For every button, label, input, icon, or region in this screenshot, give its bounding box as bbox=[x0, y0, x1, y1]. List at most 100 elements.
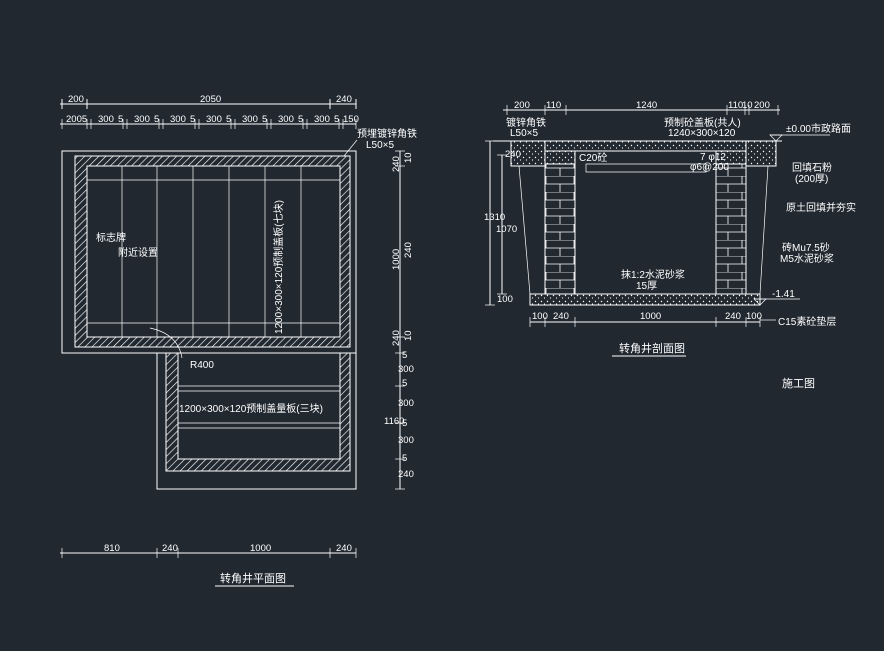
section-label-plaster: 抹1:2水泥砂浆 bbox=[621, 268, 685, 281]
plan-top2-dim-p: 150 bbox=[343, 114, 359, 125]
plan-right-dim-10a: 10 bbox=[403, 152, 414, 163]
section-wall-right bbox=[715, 163, 747, 295]
plan-right-dim-1000: 1000 bbox=[391, 249, 402, 270]
section-left-dims: 240 1310 1070 100 bbox=[484, 140, 521, 306]
section-left-dim-1310: 1310 bbox=[484, 212, 505, 223]
plan-label-cover-three: 1200×300×120预制盖量板(三块) bbox=[179, 402, 323, 415]
plan-bottom-dim-240b: 240 bbox=[336, 543, 352, 554]
plan-label-iron-size: L50×5 bbox=[366, 140, 395, 151]
section-top-dim-110b: 110 bbox=[728, 100, 743, 111]
section-bottom-dim-240a: 240 bbox=[553, 311, 569, 322]
section-label-slab: 预制砼盖板(共人) bbox=[664, 116, 741, 129]
section-cover-slab bbox=[544, 140, 747, 152]
plan-label-radius: R400 bbox=[190, 360, 214, 371]
section-view: 200 110 1240 110 10 200 bbox=[484, 100, 856, 390]
section-backfill-left bbox=[510, 140, 546, 167]
section-backfill-right bbox=[745, 140, 777, 167]
plan-top-dim-row2: 2005 300 5 300 5 300 5 300 5 300 5 300 5… bbox=[60, 114, 359, 129]
plan-top2-dim-b: 300 bbox=[98, 114, 114, 125]
plan-top2-dim-d: 300 bbox=[134, 114, 150, 125]
plan-right-dim-240a: 240 bbox=[391, 156, 402, 172]
section-top-dim-200b: 200 bbox=[754, 100, 770, 111]
plan-label-sign2: 附近设置 bbox=[118, 246, 158, 259]
section-top-dim-110a: 110 bbox=[546, 100, 561, 111]
plan-top2-dim-c: 5 bbox=[118, 114, 123, 125]
plan-right-dim-300b: 300 bbox=[398, 398, 414, 409]
plan-top-dim-2050: 2050 bbox=[200, 94, 221, 105]
plan-right-dim-300c: 300 bbox=[398, 435, 414, 446]
plan-top2-dim-l: 300 bbox=[278, 114, 294, 125]
plan-right-dim-5c: 5 bbox=[402, 418, 407, 429]
plan-top2-dim-f: 300 bbox=[170, 114, 186, 125]
section-top-dim-1240: 1240 bbox=[636, 100, 657, 111]
section-label-slab-size: 1240×300×120 bbox=[668, 128, 736, 139]
plan-right-dim-5a: 5 bbox=[402, 350, 407, 361]
plan-right-dim-5d: 5 bbox=[402, 453, 407, 464]
section-cushion bbox=[529, 293, 761, 306]
section-label-iron-size: L50×5 bbox=[510, 128, 539, 139]
plan-top2-dim-g: 5 bbox=[190, 114, 195, 125]
section-bottom-dims: 100 240 1000 240 100 bbox=[529, 311, 762, 327]
section-wall-left bbox=[544, 163, 576, 295]
plan-label-cover-seven: 1200×300×120预制盖板(七块) bbox=[272, 200, 285, 334]
plan-top2-dim-j: 300 bbox=[242, 114, 258, 125]
section-label-rebar: 7 φ12 bbox=[700, 152, 726, 163]
plan-top2-dim-h: 300 bbox=[206, 114, 222, 125]
plan-top2-dim-m: 5 bbox=[298, 114, 303, 125]
plan-top2-dim-i: 5 bbox=[226, 114, 231, 125]
section-bottom-dim-1000: 1000 bbox=[640, 311, 661, 322]
section-label-soil: 原土回填并夯实 bbox=[786, 201, 856, 214]
section-label-elev-top: ±0.00市政路面 bbox=[786, 122, 851, 135]
section-label-backfill-stone2: (200厚) bbox=[795, 173, 828, 185]
section-bottom-dim-240b: 240 bbox=[725, 311, 741, 322]
elevation-marker-top bbox=[769, 134, 783, 142]
plan-top-dim-240: 240 bbox=[336, 94, 352, 105]
plan-bottom-dim-240a: 240 bbox=[162, 543, 178, 554]
plan-top2-dim-k: 5 bbox=[262, 114, 267, 125]
plan-lower-chamber bbox=[156, 352, 357, 490]
plan-right-dims: 240 10 1000 240 240 10 5 300 5 300 5 116… bbox=[384, 150, 414, 490]
plan-label-sign: 标志牌 bbox=[96, 231, 126, 244]
section-top-dim-200a: 200 bbox=[514, 100, 530, 111]
plan-right-dim-1160: 1160 bbox=[384, 416, 404, 427]
section-label-iron: 镀锌角铁 bbox=[506, 116, 546, 129]
plan-top2-dim-n: 300 bbox=[314, 114, 330, 125]
plan-right-dim-10b: 10 bbox=[403, 330, 414, 341]
plan-label-embedded-iron: 预埋镀锌角铁 bbox=[357, 127, 417, 140]
section-left-dim-1070: 1070 bbox=[496, 224, 517, 235]
plan-bottom-dims: 810 240 1000 240 bbox=[60, 543, 357, 558]
plan-bottom-dim-1000: 1000 bbox=[250, 543, 271, 554]
section-c20-left bbox=[544, 150, 576, 165]
plan-top2-dim-a: 2005 bbox=[66, 114, 87, 125]
plan-bottom-dim-810: 810 bbox=[104, 543, 120, 554]
section-label-mortar: M5水泥砂浆 bbox=[780, 252, 834, 265]
section-label-c20: C20砼 bbox=[579, 151, 607, 164]
section-label-cushion: C15素砼垫层 bbox=[778, 315, 836, 328]
plan-right-dim-240d: 240 bbox=[398, 469, 414, 480]
section-bottom-dim-100a: 100 bbox=[532, 311, 548, 322]
plan-title: 转角井平面图 bbox=[220, 571, 286, 585]
plan-right-dim-240c: 240 bbox=[391, 330, 402, 346]
section-bottom-dim-100b: 100 bbox=[746, 311, 762, 322]
plan-view: 200 2050 240 2005 300 bbox=[60, 94, 417, 587]
section-label-rebar2: φ6@200 bbox=[690, 162, 729, 173]
plan-top2-dim-o: 5 bbox=[334, 114, 339, 125]
section-left-dim-100: 100 bbox=[497, 294, 513, 305]
section-top-dim-10: 10 bbox=[742, 100, 753, 111]
section-label-plaster2: 15厚 bbox=[636, 280, 657, 292]
plan-right-dim-240b: 240 bbox=[403, 242, 414, 258]
section-label-backfill-stone: 回填石粉 bbox=[792, 161, 832, 174]
section-title: 转角井剖面图 bbox=[619, 341, 685, 355]
section-note: 施工图 bbox=[782, 377, 815, 390]
plan-top-dim-200: 200 bbox=[68, 94, 84, 105]
section-top-dims: 200 110 1240 110 10 200 bbox=[503, 100, 780, 115]
plan-right-dim-300a: 300 bbox=[398, 364, 414, 375]
plan-top-dim-row1: 200 2050 240 bbox=[60, 94, 357, 109]
section-label-elev-bottom: -1.41 bbox=[772, 289, 795, 300]
plan-upper-chamber bbox=[61, 150, 357, 359]
section-label-masonry: 砖Mu7.5砂 bbox=[782, 241, 830, 254]
plan-right-dim-5b: 5 bbox=[402, 378, 407, 389]
section-left-dim-240: 240 bbox=[505, 149, 521, 160]
plan-top2-dim-e: 5 bbox=[154, 114, 159, 125]
